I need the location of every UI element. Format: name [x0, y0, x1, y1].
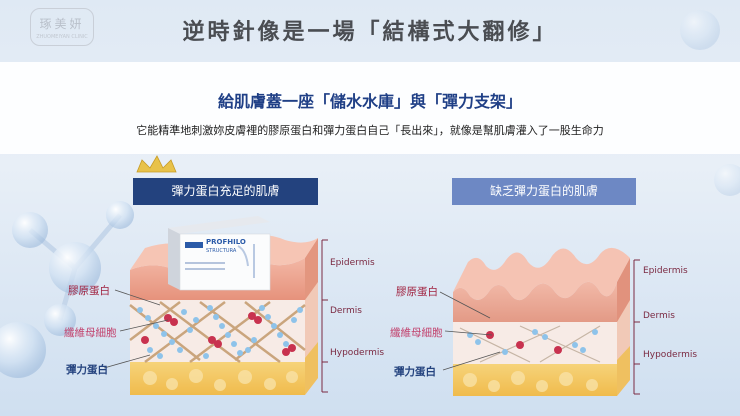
layer-dermis-left: Dermis	[330, 306, 362, 316]
product-sub: STRUCTURA	[206, 248, 237, 254]
molecule-decoration-right	[680, 10, 740, 196]
label-fibroblast-right: 纖維母細胞	[390, 327, 443, 339]
label-collagen-left: 膠原蛋白	[68, 285, 110, 297]
layer-epidermis-right: Epidermis	[643, 266, 688, 276]
layer-hypodermis-left: Hypodermis	[330, 348, 385, 358]
heading-deficient-skin: 缺乏彈力蛋白的肌膚	[452, 178, 636, 205]
logo-subtext: ZHUOMEIYAN CLINIC	[36, 33, 88, 40]
layer-dermis-right: Dermis	[643, 311, 675, 321]
layer-hypodermis-right: Hypodermis	[643, 350, 698, 360]
skin-diagram-deficient	[439, 247, 640, 396]
section-subtitle: 給肌膚蓋一座「儲水水庫」與「彈力支架」	[217, 92, 522, 111]
label-fibroblast-left: 纖維母細胞	[64, 327, 117, 339]
product-brand: PROFHILO	[206, 238, 246, 246]
intro-band	[0, 62, 740, 154]
layer-epidermis-left: Epidermis	[330, 258, 375, 268]
brand-logo: 琢美妍 ZHUOMEIYAN CLINIC	[30, 8, 94, 46]
label-collagen-right: 膠原蛋白	[396, 286, 438, 298]
page-title: 逆時針像是一場「結構式大翻修」	[182, 19, 558, 45]
product-box	[168, 216, 271, 291]
section-description: 它能精準地刺激妳皮膚裡的膠原蛋白和彈力蛋白自己「長出來」，就像是幫肌膚灌入了一股…	[136, 124, 604, 137]
heading-healthy-skin: 彈力蛋白充足的肌膚	[133, 178, 318, 205]
crown-icon	[136, 155, 177, 173]
label-elastin-right: 彈力蛋白	[394, 366, 436, 378]
label-elastin-left: 彈力蛋白	[66, 364, 108, 376]
logo-text: 琢美妍	[39, 16, 85, 31]
molecule-decoration	[0, 201, 134, 378]
